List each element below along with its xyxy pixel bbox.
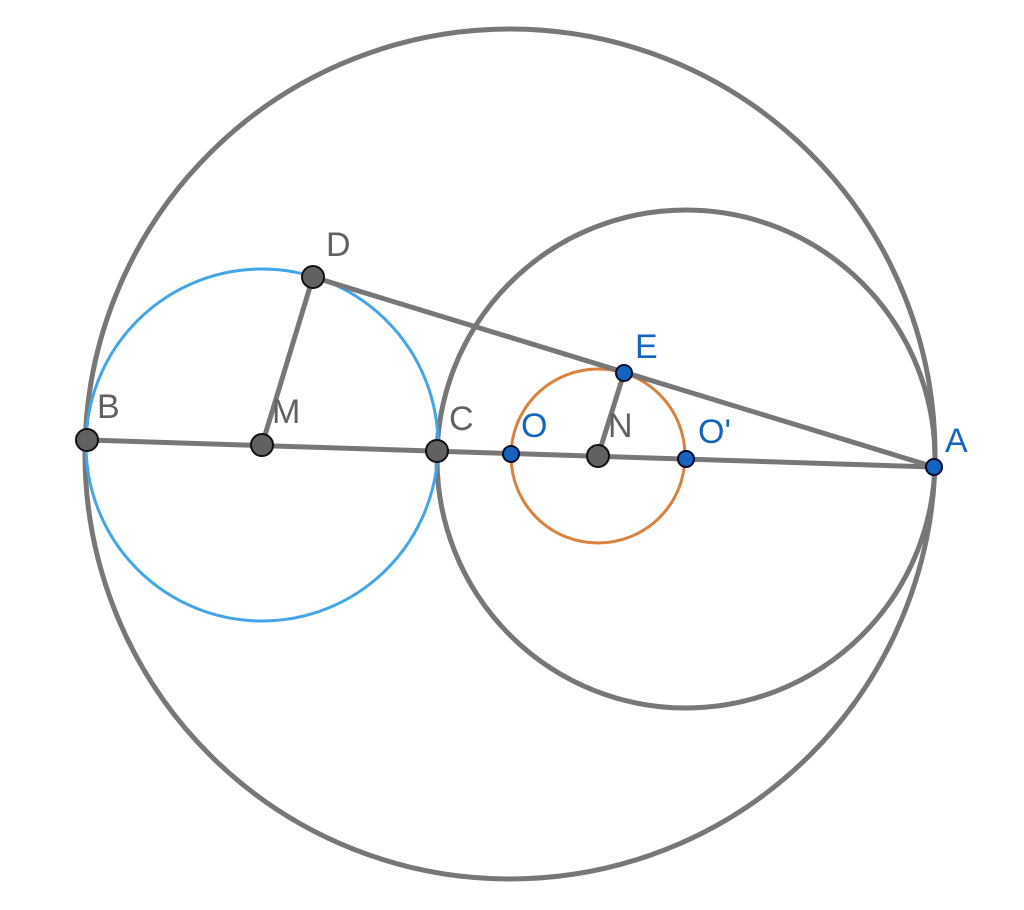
point-N bbox=[586, 444, 610, 468]
label-M: M bbox=[272, 393, 300, 431]
label-N: N bbox=[608, 407, 633, 445]
segment-NE bbox=[595, 370, 627, 459]
point-A bbox=[925, 458, 943, 476]
point-C bbox=[425, 439, 449, 463]
point-D bbox=[301, 265, 325, 289]
label-D: D bbox=[326, 226, 351, 264]
label-B: B bbox=[97, 388, 120, 426]
point-O-prime bbox=[677, 450, 695, 468]
label-E: E bbox=[635, 328, 658, 366]
label-C: C bbox=[449, 400, 474, 438]
point-B bbox=[75, 428, 99, 452]
label-O: O bbox=[521, 407, 547, 445]
label-O-prime: O' bbox=[698, 413, 731, 451]
point-E bbox=[615, 364, 633, 382]
point-M bbox=[250, 433, 274, 457]
segment-MD bbox=[259, 274, 316, 448]
label-A: A bbox=[945, 422, 968, 460]
point-O bbox=[502, 445, 520, 463]
